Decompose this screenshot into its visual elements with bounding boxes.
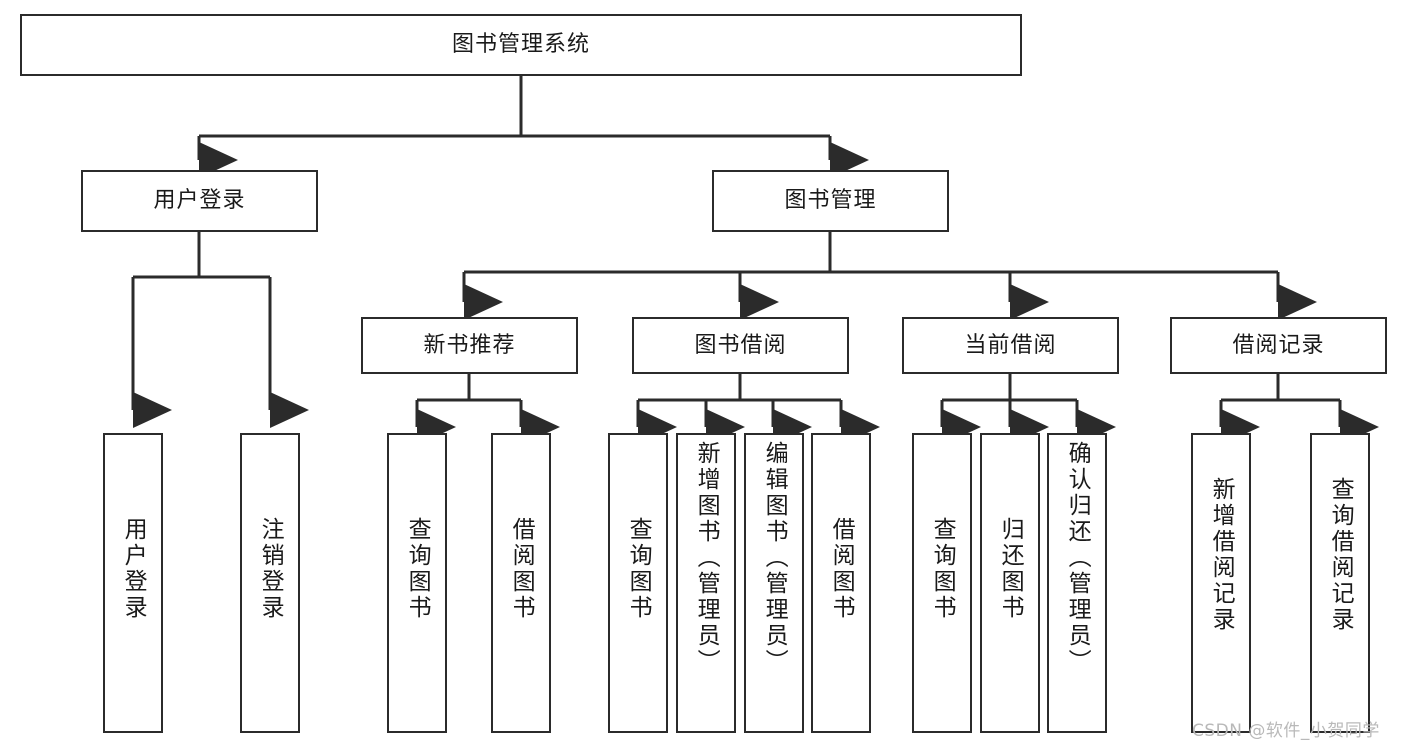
node-borrow-record-label: 借阅记录: [1232, 332, 1325, 358]
node-leaf-return-book-label: 归还图书: [997, 517, 1024, 621]
node-book-borrow[interactable]: 图书借阅: [632, 317, 849, 374]
node-leaf-query-book-1[interactable]: 查询图书: [387, 433, 447, 733]
node-leaf-query-book-3[interactable]: 查询图书: [912, 433, 972, 733]
node-leaf-add-book[interactable]: 新增图书（管理员）: [676, 433, 736, 733]
node-leaf-borrow-book-1[interactable]: 借阅图书: [491, 433, 551, 733]
node-leaf-logout[interactable]: 注销登录: [240, 433, 300, 733]
node-user-login[interactable]: 用户登录: [81, 170, 318, 232]
node-leaf-user-login-label: 用户登录: [120, 517, 147, 621]
node-book-manage-label: 图书管理: [784, 188, 877, 214]
node-current-borrow[interactable]: 当前借阅: [902, 317, 1119, 374]
node-leaf-edit-book-label: 编辑图书（管理员）: [761, 441, 788, 675]
node-leaf-edit-book[interactable]: 编辑图书（管理员）: [744, 433, 804, 733]
node-new-book-recommend-label: 新书推荐: [423, 332, 516, 358]
node-book-manage[interactable]: 图书管理: [712, 170, 949, 232]
node-leaf-query-book-1-label: 查询图书: [404, 517, 431, 621]
node-leaf-borrow-book-1-label: 借阅图书: [508, 517, 535, 621]
node-leaf-query-record[interactable]: 查询借阅记录: [1310, 433, 1370, 733]
node-leaf-query-book-2-label: 查询图书: [625, 517, 652, 621]
node-leaf-add-record-label: 新增借阅记录: [1208, 477, 1235, 633]
node-current-borrow-label: 当前借阅: [964, 332, 1057, 358]
node-leaf-user-login[interactable]: 用户登录: [103, 433, 163, 733]
node-leaf-confirm-return-label: 确认归还（管理员）: [1064, 441, 1091, 675]
node-leaf-query-record-label: 查询借阅记录: [1327, 477, 1354, 633]
node-root-label: 图书管理系统: [451, 32, 590, 58]
node-leaf-borrow-book-2[interactable]: 借阅图书: [811, 433, 871, 733]
node-leaf-add-book-label: 新增图书（管理员）: [693, 441, 720, 675]
node-new-book-recommend[interactable]: 新书推荐: [361, 317, 578, 374]
node-leaf-add-record[interactable]: 新增借阅记录: [1191, 433, 1251, 733]
node-borrow-record[interactable]: 借阅记录: [1170, 317, 1387, 374]
node-root[interactable]: 图书管理系统: [20, 14, 1022, 76]
node-leaf-return-book[interactable]: 归还图书: [980, 433, 1040, 733]
node-user-login-label: 用户登录: [153, 188, 246, 214]
node-leaf-logout-label: 注销登录: [257, 517, 284, 621]
node-leaf-query-book-3-label: 查询图书: [929, 517, 956, 621]
csdn-watermark: CSDN @软件_小贺同学: [1192, 721, 1380, 741]
node-leaf-borrow-book-2-label: 借阅图书: [828, 517, 855, 621]
node-leaf-query-book-2[interactable]: 查询图书: [608, 433, 668, 733]
node-book-borrow-label: 图书借阅: [694, 332, 787, 358]
node-leaf-confirm-return[interactable]: 确认归还（管理员）: [1047, 433, 1107, 733]
